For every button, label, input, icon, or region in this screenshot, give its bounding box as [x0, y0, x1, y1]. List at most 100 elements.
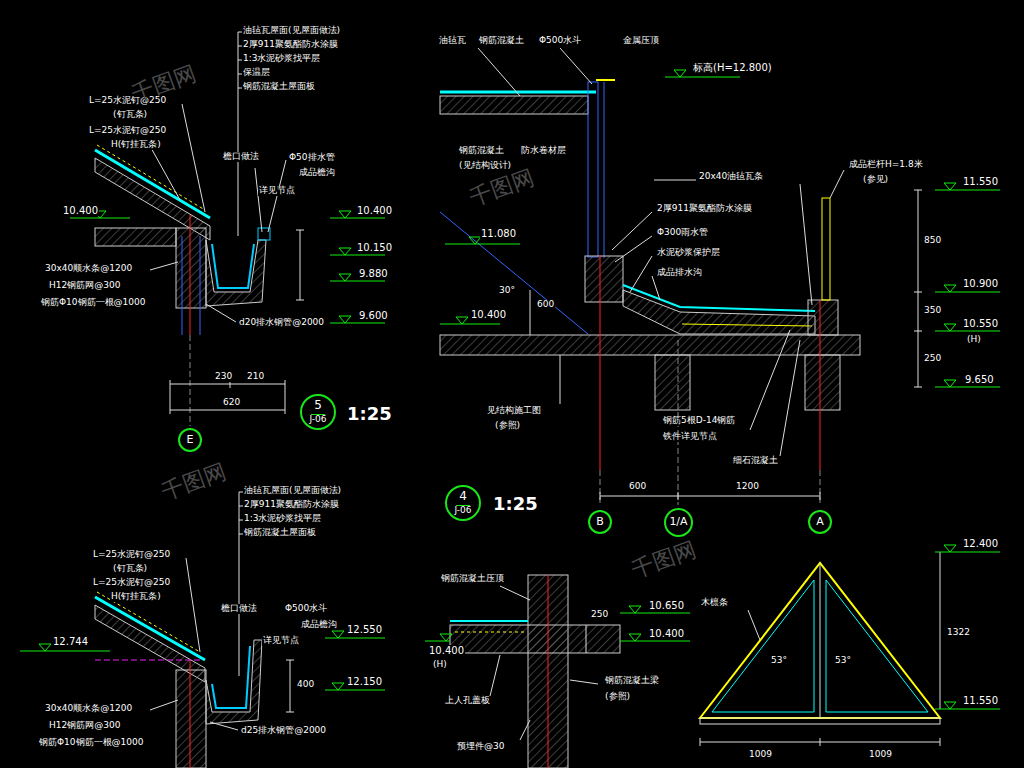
annotation: 10.550 [962, 318, 999, 329]
annotation: 木檩条 [700, 598, 729, 608]
annotation: 620 [222, 398, 241, 408]
annotation: 11.550 [962, 695, 999, 706]
annotation: 保温层 [242, 68, 271, 78]
annotation: 850 [923, 236, 942, 246]
annotation: L=25水泥钉@250 [92, 578, 171, 588]
annotation: 防水卷材层 [520, 146, 567, 156]
annotation: 1009 [748, 750, 773, 760]
annotation: 400 [296, 680, 315, 690]
annotation: 10.150 [356, 242, 393, 253]
annotation: (钉瓦条) [112, 110, 148, 120]
annotation: 10.400 [62, 205, 99, 216]
annotation: 见结构施工图 [486, 406, 542, 416]
annotation: 成品栏杆H=1.8米 [848, 160, 924, 170]
annotation: 9.650 [964, 374, 995, 385]
annotation: 20x40油毡瓦条 [698, 172, 764, 182]
callout-number: E [187, 434, 194, 446]
scale-label: 1:25 [346, 404, 393, 424]
annotation: 1:3水泥砂浆找平层 [242, 54, 321, 64]
callout-number: B [596, 516, 604, 528]
annotation: 油毡瓦屋面(见屋面做法) [242, 26, 341, 36]
annotation: 钢筋混凝土梁 [604, 676, 660, 686]
annotation: 9.880 [358, 268, 389, 279]
annotation: 1009 [868, 750, 893, 760]
annotation: (H) [966, 335, 982, 345]
annotation: 53° [834, 656, 852, 666]
annotation: 230 [214, 372, 233, 382]
annotation: Φ50排水管 [288, 153, 336, 163]
annotation: 2厚911聚氨酯防水涂膜 [243, 500, 340, 510]
annotation: 油毡瓦屋面(见屋面做法) [243, 486, 342, 496]
annotation: 250 [923, 354, 942, 364]
annotation: 成品檐沟 [298, 168, 336, 178]
annotation: 预埋件@30 [456, 742, 505, 752]
annotation: 210 [246, 372, 265, 382]
annotation: 30x40顺水条@1200 [44, 704, 133, 714]
annotation: 10.400 [648, 628, 685, 639]
axis-bubble: A [808, 510, 832, 534]
annotation: 成品檐沟 [300, 620, 338, 630]
annotation: 10.900 [962, 278, 999, 289]
section-callout: 5J-06 [300, 394, 336, 430]
axis-bubble: 1/A [664, 508, 693, 537]
annotation: Φ500水斗 [284, 604, 328, 614]
sheet-number: J-06 [454, 506, 471, 516]
annotation: 铁件详见节点 [662, 432, 718, 442]
annotation: 12.400 [962, 538, 999, 549]
annotation: 钢筋Φ10钢筋一根@1000 [40, 298, 146, 308]
annotation: 成品排水沟 [656, 268, 703, 278]
annotation: 11.550 [962, 176, 999, 187]
annotation: 10.650 [648, 600, 685, 611]
axis-bubble: B [588, 510, 612, 534]
annotation: (H) [432, 660, 448, 670]
annotation: L=25水泥钉@250 [92, 550, 171, 560]
watermark: 千图网 [628, 537, 700, 583]
annotation: (见结构设计) [458, 161, 512, 171]
annotation: 标高(H=12.800) [692, 62, 773, 73]
annotation: 钢筋混凝土 [478, 36, 525, 46]
annotation: 11.080 [480, 228, 517, 239]
annotation: (参见) [862, 175, 889, 185]
annotation: 钢筋混凝土 [458, 146, 505, 156]
annotation: 12.150 [346, 676, 383, 687]
annotation: 檐口做法 [220, 604, 258, 614]
annotation: 上人孔盖板 [444, 696, 491, 706]
annotation: (参照) [604, 692, 631, 702]
annotation: 10.400 [470, 309, 507, 320]
annotation: L=25水泥钉@250 [88, 126, 167, 136]
annotation: 檐口做法 [222, 152, 260, 162]
annotation: H(钉挂瓦条) [110, 140, 162, 150]
annotation: 钢筋5根D-14钢筋 [662, 416, 736, 426]
annotation: 30° [498, 286, 516, 296]
annotation: 1200 [735, 482, 760, 492]
callout-number: 5 [311, 399, 325, 414]
detail-bottom-middle [425, 575, 690, 768]
annotation: H12钢筋网@300 [48, 721, 121, 731]
watermark: 千图网 [466, 165, 538, 211]
annotation: 钢筋Φ10钢筋一根@1000 [38, 738, 144, 748]
annotation: 9.600 [358, 310, 389, 321]
annotation: 钢筋混凝土屋面板 [242, 82, 316, 92]
annotation: 水泥砂浆保护层 [656, 248, 721, 258]
scale-label: 1:25 [492, 494, 539, 514]
annotation: (钉瓦条) [112, 564, 148, 574]
annotation: 30x40顺水条@1200 [44, 264, 133, 274]
detail-bottom-left [20, 492, 385, 768]
annotation: 金属压顶 [622, 36, 660, 46]
annotation: 2厚911聚氨酯防水涂膜 [656, 204, 753, 214]
callout-number: A [816, 516, 824, 528]
annotation: 12.744 [52, 636, 89, 647]
annotation: Φ500水斗 [538, 36, 582, 46]
annotation: 600 [628, 482, 647, 492]
annotation: 10.400 [356, 205, 393, 216]
annotation: 钢筋混凝土屋面板 [243, 528, 317, 538]
sheet-number: J-06 [309, 415, 326, 425]
annotation: 详见节点 [258, 186, 296, 196]
section-callout: 4J-06 [445, 485, 481, 521]
annotation: H(钉挂瓦条) [110, 592, 162, 602]
annotation: d20排水钢管@2000 [238, 318, 325, 328]
detail-5 [70, 32, 385, 426]
callout-number: 4 [456, 490, 470, 505]
annotation: 油毡瓦 [438, 36, 467, 46]
